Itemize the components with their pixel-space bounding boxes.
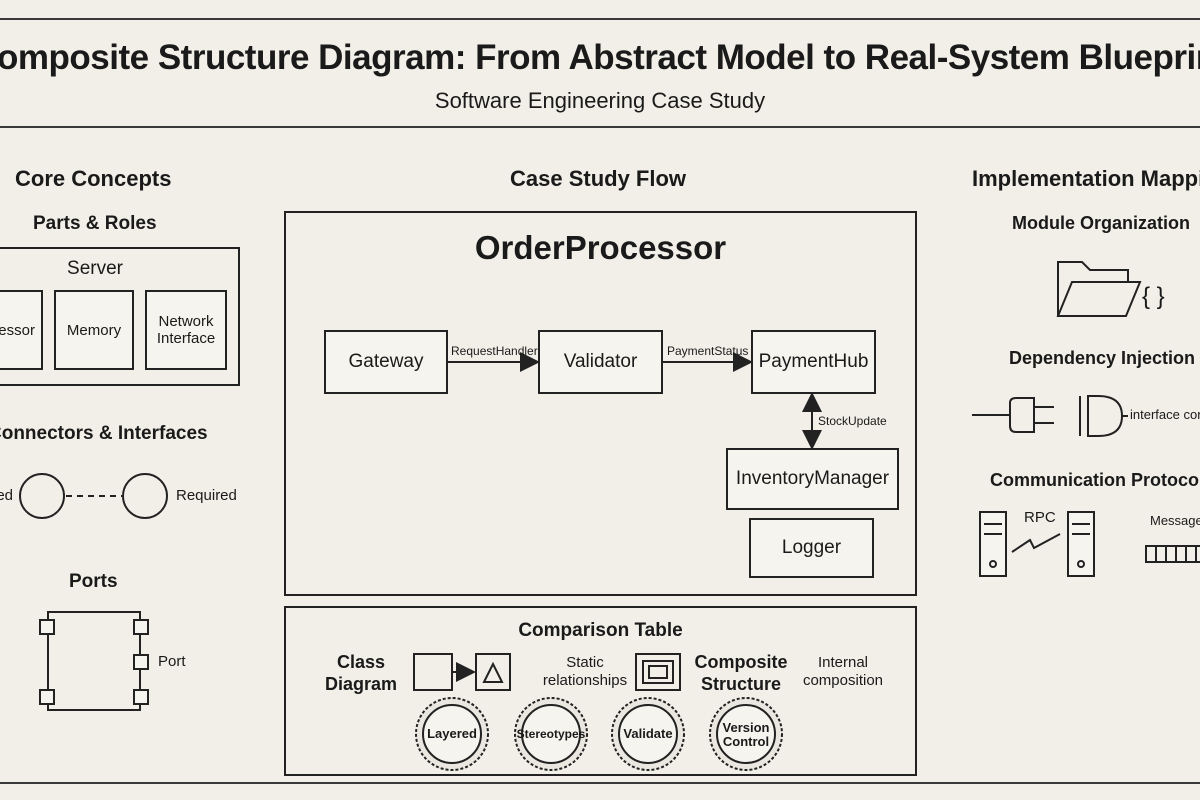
- communication-protocols-heading: Communication Protocols: [990, 470, 1200, 490]
- part-label: Network Interface: [156, 313, 216, 347]
- plug-socket-icon: [972, 395, 1128, 437]
- dependency-injection-heading: Dependency Injection: [1009, 348, 1196, 368]
- part-processor: Processor: [0, 290, 43, 370]
- braces-icon: { }: [1142, 283, 1165, 310]
- component-label: Gateway: [348, 351, 424, 372]
- composite-structure-description: Internal composition: [802, 654, 884, 689]
- payment-status-label: PaymentStatus: [667, 344, 749, 358]
- part-label: Processor: [0, 321, 35, 339]
- nested-box-icon: [635, 653, 681, 691]
- rpc-label: RPC: [1024, 509, 1056, 526]
- provided-label: Provided: [0, 487, 13, 504]
- class-box-icon: [475, 653, 511, 691]
- module-organization-heading: Module Organization: [1012, 213, 1190, 233]
- part-network-interface: Network Interface: [145, 290, 227, 370]
- implementation-column: Implementation Mapping Module Organizati…: [950, 150, 1200, 610]
- component-label: Logger: [781, 537, 842, 558]
- class-diagram-description: Static relationships: [542, 654, 628, 689]
- core-concepts-heading: Core Concepts: [15, 166, 172, 191]
- required-interface-icon: [122, 473, 168, 519]
- composite-structure-label: Composite Structure: [694, 652, 788, 694]
- badge-stereotypes-icon: [514, 697, 588, 771]
- badge-layered-icon: [415, 697, 489, 771]
- rpc-bolt-icon: [1011, 533, 1061, 553]
- badge-layered-label: Layered: [427, 726, 477, 741]
- port-icon: [133, 689, 149, 705]
- server-label: Server: [67, 258, 123, 279]
- triangle-icon: [482, 661, 504, 683]
- port-icon: [133, 654, 149, 670]
- component-inventory-manager: InventoryManager: [726, 448, 899, 510]
- component-logger: Logger: [749, 518, 874, 578]
- connectors-interfaces-heading: Connectors & Interfaces: [0, 423, 208, 444]
- ports-component-outline: [47, 611, 141, 711]
- required-label: Required: [176, 487, 237, 504]
- folder-icon: [1056, 261, 1142, 317]
- server-part-container: [0, 247, 240, 386]
- comparison-table-container: [284, 606, 917, 776]
- component-label: Validator: [563, 351, 638, 372]
- class-diagram-label: Class Diagram: [324, 652, 398, 694]
- component-payment-hub: PaymentHub: [751, 330, 876, 394]
- port-icon: [39, 689, 55, 705]
- request-handler-label: RequestHandler: [451, 344, 538, 358]
- case-study-heading: Case Study Flow: [510, 166, 687, 191]
- interface-contract-label: interface contract: [1130, 407, 1200, 422]
- port-icon: [39, 619, 55, 635]
- badge-version-control-label: Version Control: [722, 720, 770, 749]
- stock-update-label: StockUpdate: [818, 414, 887, 428]
- parts-roles-heading: Parts & Roles: [33, 213, 157, 234]
- implementation-heading: Implementation Mapping: [972, 166, 1200, 191]
- part-label: Memory: [66, 321, 122, 339]
- port-label: Port: [158, 653, 186, 670]
- top-border: [0, 18, 1200, 20]
- component-gateway: Gateway: [324, 330, 448, 394]
- badge-stereotypes-label: Stereotypes: [516, 727, 586, 741]
- badge-validate-label: Validate: [623, 726, 673, 741]
- message-label: Message: [1150, 513, 1200, 528]
- comparison-table-heading: Comparison Table: [518, 620, 683, 641]
- ports-heading: Ports: [69, 571, 118, 592]
- component-validator: Validator: [538, 330, 663, 394]
- component-label: InventoryManager: [735, 468, 890, 489]
- badge-validate-icon: [611, 697, 685, 771]
- server-icon: [1067, 511, 1095, 577]
- provided-interface-icon: [19, 473, 65, 519]
- order-processor-title: OrderProcessor: [474, 229, 727, 266]
- server-icon: [979, 511, 1007, 577]
- page-title: Composite Structure Diagram: From Abstra…: [0, 38, 1200, 77]
- message-queue-icon: [1145, 545, 1200, 563]
- port-icon: [133, 619, 149, 635]
- order-processor-container: [284, 211, 917, 596]
- badge-version-control-icon: [709, 697, 783, 771]
- bottom-border: [0, 782, 1200, 784]
- header-divider: [0, 126, 1200, 128]
- part-memory: Memory: [54, 290, 134, 370]
- component-label: PaymentHub: [758, 351, 869, 372]
- page-subtitle: Software Engineering Case Study: [434, 88, 766, 113]
